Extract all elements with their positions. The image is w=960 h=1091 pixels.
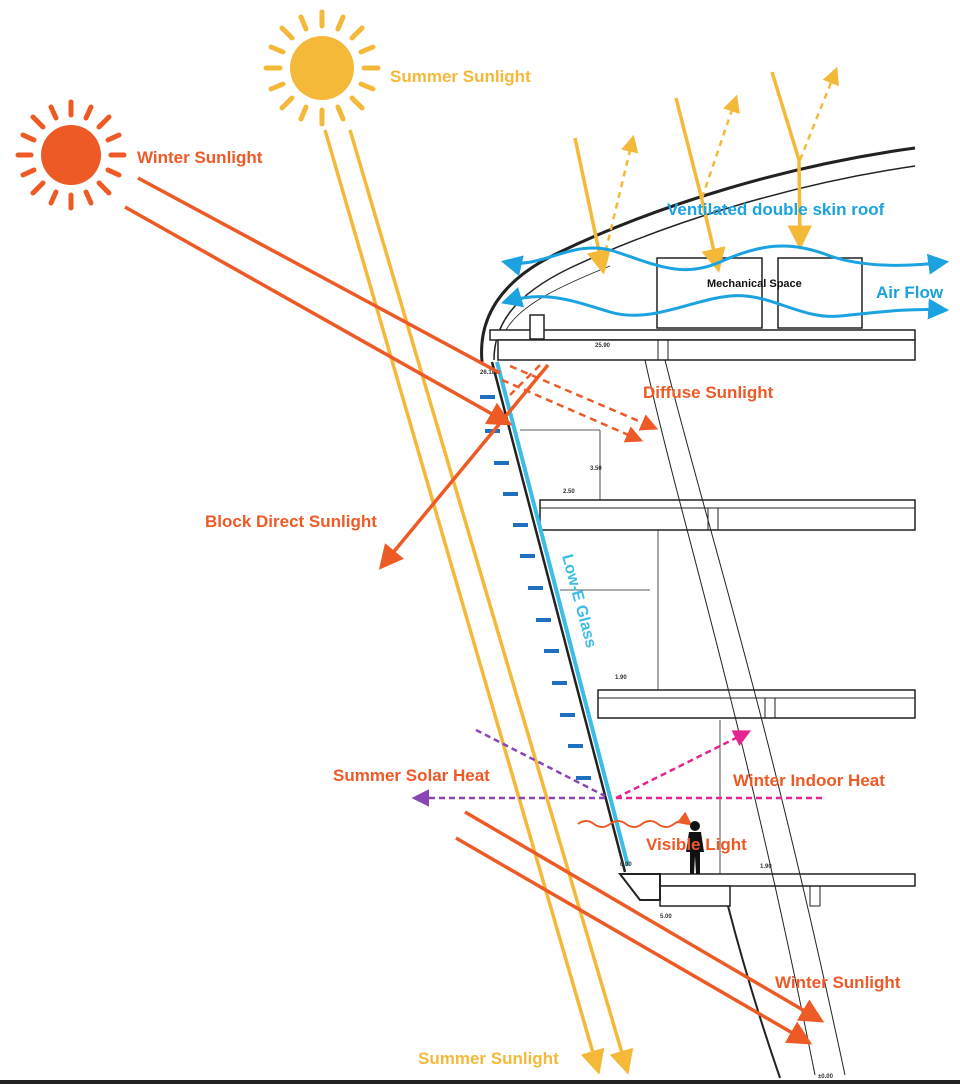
air-flow-arrows bbox=[500, 244, 950, 320]
summer-roof-ray-2 bbox=[674, 97, 704, 201]
block-direct-ray bbox=[378, 363, 550, 570]
mechanical-box-2 bbox=[777, 257, 863, 329]
roof-slab bbox=[489, 329, 916, 341]
column-hatch-4 bbox=[809, 885, 821, 907]
summer-roof-ray-3 bbox=[770, 71, 801, 161]
dim-mark: 5.00 bbox=[660, 914, 672, 920]
summer-sun-icon bbox=[263, 9, 381, 127]
indoor-heat-reflect bbox=[615, 730, 752, 800]
winter-ray-low-2 bbox=[455, 836, 813, 1045]
summer-ray-long-1 bbox=[323, 129, 605, 1075]
roof-slab-beam bbox=[497, 339, 916, 361]
summer-reflect-2 bbox=[700, 94, 740, 199]
summer-sunlight-top-label: Summer Sunlight bbox=[390, 67, 531, 86]
dim-mark: 26.100 bbox=[480, 370, 499, 376]
visible-light-label: Visible Light bbox=[646, 835, 747, 854]
floor-slab-2 bbox=[539, 499, 916, 531]
dim-mark: 1.90 bbox=[760, 864, 772, 870]
winter-indoor-heat-label: Winter Indoor Heat bbox=[733, 771, 885, 790]
air-flow-label: Air Flow bbox=[876, 283, 944, 302]
low-e-glass-line bbox=[495, 361, 630, 867]
roof-outer-curve bbox=[480, 146, 916, 363]
ground-floor-slab bbox=[639, 873, 916, 887]
dimension-marks: 25.90 26.100 2.50 3.50 1.90 1.90 5.00 ±0… bbox=[480, 343, 834, 1080]
interior-curve-1 bbox=[644, 359, 816, 1076]
ground-floor-beam bbox=[659, 885, 731, 907]
dim-mark: 1.90 bbox=[615, 675, 627, 681]
dim-mark: 2.50 bbox=[563, 489, 575, 495]
summer-roof-ray-3b bbox=[787, 159, 813, 250]
dim-mark: 25.90 bbox=[595, 343, 611, 349]
diffuse-ray-1 bbox=[509, 364, 659, 431]
winter-sun-icon bbox=[15, 99, 127, 211]
facade-base bbox=[617, 873, 661, 901]
dim-mark: 0.00 bbox=[620, 862, 632, 868]
floor-slab-3 bbox=[597, 689, 916, 719]
interior-curve-2 bbox=[664, 359, 846, 1076]
mechanical-space-label: Mechanical Space bbox=[707, 278, 802, 290]
winter-rays bbox=[124, 176, 825, 1045]
summer-sunlight-bottom-label: Summer Sunlight bbox=[418, 1049, 559, 1068]
winter-ray-2 bbox=[124, 205, 513, 426]
visible-light-wave bbox=[577, 811, 693, 828]
facade-frame bbox=[490, 361, 627, 873]
diffuse-rays bbox=[501, 364, 659, 443]
summer-reflect-3 bbox=[798, 66, 839, 161]
winter-sunlight-bottom-label: Winter Sunlight bbox=[775, 973, 901, 992]
winter-ray-low-1 bbox=[464, 810, 825, 1023]
winter-indoor-heat-arrows bbox=[614, 730, 822, 800]
summer-rays bbox=[323, 71, 813, 1075]
column-hatch-1 bbox=[657, 339, 669, 361]
summer-reflections bbox=[601, 66, 839, 263]
louver-group bbox=[480, 395, 591, 780]
summer-ray-long-2 bbox=[348, 129, 634, 1075]
summer-solar-heat-label: Summer Solar Heat bbox=[333, 766, 490, 785]
solar-heat-incoming bbox=[475, 728, 606, 798]
building-section bbox=[0, 146, 960, 1084]
air-flow-wave-1 bbox=[500, 244, 950, 276]
diffuse-ray-2 bbox=[501, 378, 644, 443]
summer-solar-heat-arrows bbox=[411, 728, 606, 807]
diffuse-sunlight-label: Diffuse Sunlight bbox=[643, 383, 774, 402]
block-direct-sunlight-label: Block Direct Sunlight bbox=[205, 512, 377, 531]
column-hatch-3 bbox=[764, 697, 776, 719]
dim-mark: 3.50 bbox=[590, 466, 602, 472]
air-flow-wave-2 bbox=[500, 287, 950, 320]
roof-parapet bbox=[529, 314, 545, 340]
person-icon bbox=[686, 821, 704, 874]
winter-ray-1 bbox=[137, 176, 501, 375]
label-group: Summer Sunlight Winter Sunlight Ventilat… bbox=[137, 67, 944, 1068]
lower-facade-curve bbox=[727, 905, 781, 1079]
winter-sunlight-top-label: Winter Sunlight bbox=[137, 148, 263, 167]
dim-mark: ±0.00 bbox=[818, 1074, 834, 1080]
ventilated-roof-label: Ventilated double skin roof bbox=[667, 200, 885, 219]
